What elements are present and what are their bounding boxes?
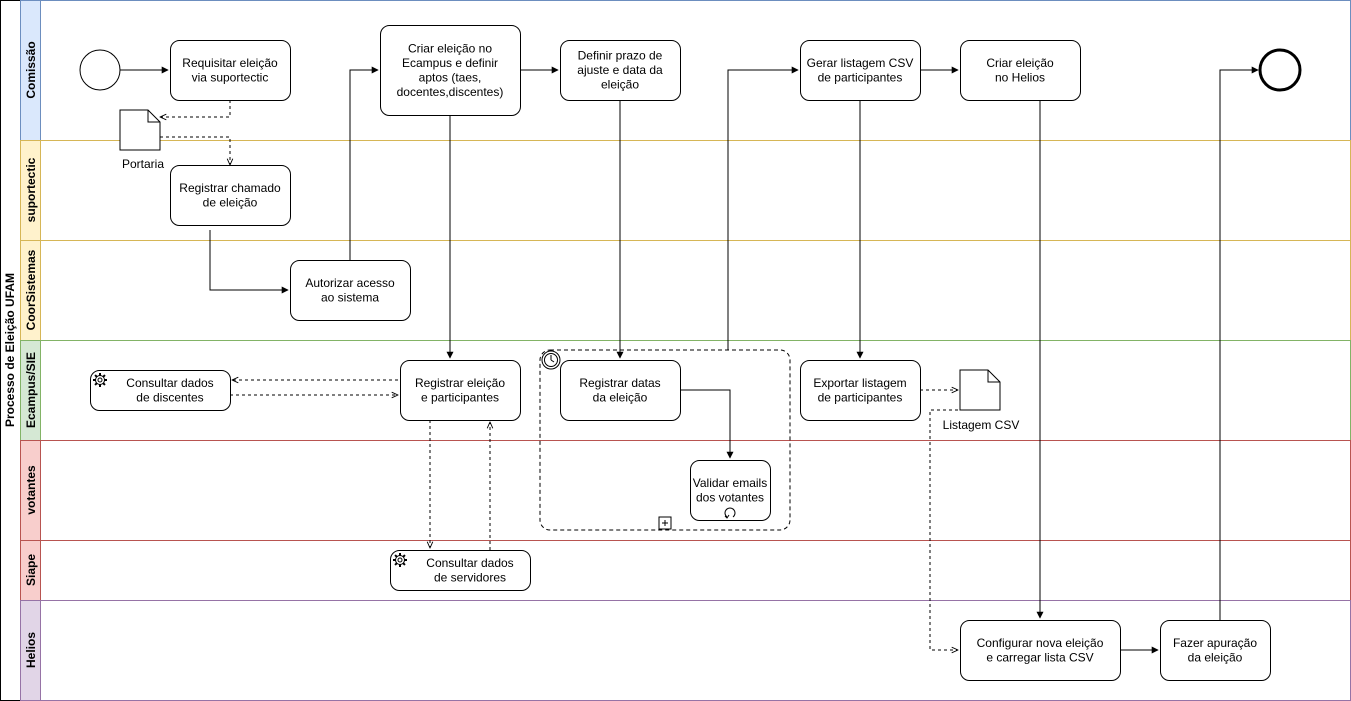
subprocess-border (539, 349, 791, 531)
lane-helios-label: Helios (24, 632, 38, 668)
task-box (170, 165, 291, 226)
document-listagem-csv-label: Listagem CSV (943, 418, 1020, 432)
task-label-line: aptos (taes, (419, 70, 482, 84)
task-label-line: Configurar nova eleição (977, 636, 1104, 650)
task-box (400, 360, 521, 421)
lane-votantes-label: votantes (24, 465, 38, 515)
task-label-line: de participantes (818, 70, 903, 84)
lane-votantes-body (20, 440, 1351, 541)
task-label-line: Requisitar eleição (182, 56, 278, 70)
lane-siape: Siape (20, 540, 1351, 601)
document-listagem-csv: Listagem CSV (943, 369, 1020, 432)
task-label-line: Criar eleição (986, 56, 1054, 70)
sequence-flows (120, 66, 1259, 654)
task-label-line: ao sistema (321, 290, 379, 304)
task-label-line: Criar eleição no (408, 41, 492, 55)
task-label-line: Registrar datas (579, 376, 660, 390)
timer-event-icon (541, 350, 561, 370)
task-label-line: e carregar lista CSV (986, 650, 1093, 664)
pool: Processo de Eleição UFAM (0, 0, 21, 701)
task-label-line: Registrar chamado (179, 181, 281, 195)
gear-icon (93, 373, 107, 387)
task-label-line: via suportectic (192, 70, 269, 84)
assoc-listagem-configurar (929, 409, 958, 650)
lane-comissao-label: Comissão (24, 41, 38, 98)
task-box (380, 25, 521, 116)
flow-autorizar-criar-ecampus (349, 66, 379, 260)
task-label-line: Gerar listagem CSV (807, 56, 914, 70)
lane-votantes: votantes (20, 440, 1351, 541)
document-portaria: Portaria (119, 109, 164, 171)
pool-title: Processo de Eleição UFAM (3, 273, 17, 427)
task-label-line: Consultar dados (126, 376, 213, 390)
start-event (79, 49, 121, 91)
loop-marker-icon (724, 507, 736, 519)
task-label-line: de participantes (818, 390, 903, 404)
data-associations (160, 100, 958, 650)
task-box (560, 40, 681, 101)
task-label-line: Autorizar acesso (305, 276, 395, 290)
task-label-line: de discentes (136, 390, 203, 404)
lane-siape-body (20, 540, 1351, 601)
task-label-line: Ecampus e definir (402, 56, 498, 70)
task-box (800, 360, 921, 421)
lane-coorsistemas-label: CoorSistemas (24, 249, 38, 330)
task-label-line: da eleição (593, 390, 648, 404)
task-label-line: dos votantes (696, 490, 764, 504)
task-label-line: Consultar dados (426, 556, 513, 570)
task-box (170, 40, 291, 101)
task-label-line: da eleição (1188, 650, 1243, 664)
task-label-line: Definir prazo de (578, 49, 663, 63)
task-box (290, 260, 411, 321)
flow-subprocess-gerar-csv (727, 66, 799, 350)
gear-icon (393, 553, 407, 567)
subprocess[interactable] (539, 349, 791, 531)
lane-suportectic-label: suportectic (24, 157, 38, 222)
task-label-line: eleição (601, 78, 639, 92)
task-label-line: Exportar listagem (813, 376, 906, 390)
task-box (800, 40, 921, 101)
task-label-line: de eleição (203, 195, 258, 209)
task-box (960, 40, 1081, 101)
task-label-line: no Helios (995, 70, 1045, 84)
flow-apuracao-end (1219, 66, 1259, 620)
document-portaria-label: Portaria (122, 157, 164, 171)
task-box (690, 460, 771, 521)
task-box (960, 620, 1121, 681)
task-label-line: Validar emails (693, 476, 767, 490)
collapsed-subprocess-icon (658, 516, 672, 530)
task-label-line: de servidores (434, 570, 506, 584)
task-label-line: Fazer apuração (1173, 636, 1257, 650)
task-box (90, 370, 231, 411)
end-event (1258, 48, 1302, 92)
task-box (560, 360, 681, 421)
flow-registrar-chamado-autorizar (209, 230, 289, 294)
task-label-line: docentes,discentes) (397, 85, 504, 99)
lane-siape-label: Siape (24, 554, 38, 586)
task-box (390, 550, 531, 591)
flow-registrar-datas-validar (680, 389, 734, 459)
lane-ecampus-label: Ecampus/SIE (24, 352, 38, 428)
task-label-line: e participantes (421, 390, 499, 404)
task-box (1160, 620, 1271, 681)
task-label-line: ajuste e data da (577, 63, 663, 77)
task-label-line: Registrar eleição (415, 376, 505, 390)
